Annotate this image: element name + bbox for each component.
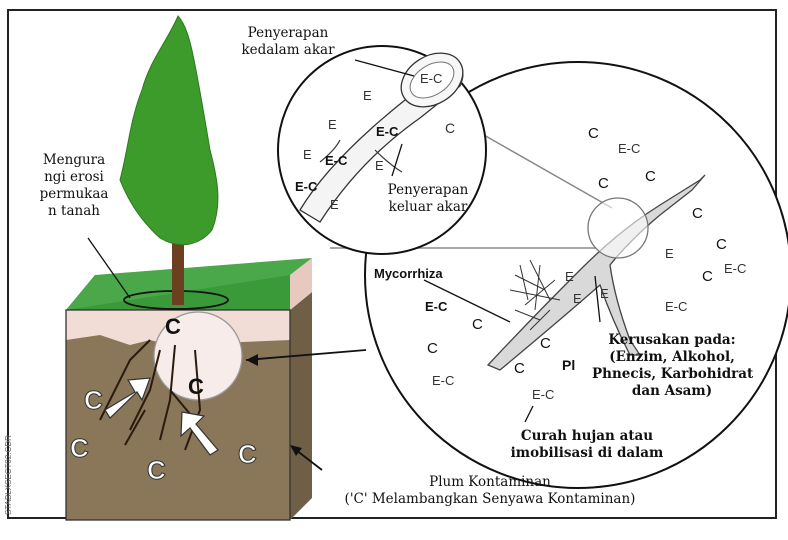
uptake-in-label: Penyerapan kedalam akar xyxy=(238,25,338,59)
plume-line-2: ('C' Melambangkan Senyawa Kontaminan) xyxy=(344,491,636,507)
contaminant-symbol: C xyxy=(84,385,104,415)
damage-line-2: (Enzim, Alkohol, xyxy=(609,349,735,365)
contaminant-symbol: C xyxy=(692,205,703,222)
arrow-to-root-zone xyxy=(245,349,367,361)
erosion-line-2: ngi erosi xyxy=(44,169,104,185)
complex-symbol: E-C xyxy=(532,387,555,402)
contaminant-symbol: C xyxy=(165,314,181,339)
enzyme-symbol: E xyxy=(330,197,339,212)
pl-symbol: Pl xyxy=(562,357,576,373)
erosion-line-1: Mengura xyxy=(42,152,106,168)
tree-roots xyxy=(99,339,202,451)
complex-symbol: E-C xyxy=(295,179,318,194)
uptake-in-line-1: Penyerapan xyxy=(247,25,329,41)
complex-symbol: E-C xyxy=(432,373,455,388)
uptake-in-line-2: kedalam akar xyxy=(241,42,335,58)
magnified-root xyxy=(486,174,706,371)
enzyme-symbol: E xyxy=(600,286,609,301)
soil-block xyxy=(65,258,312,521)
uptake-out-line-1: Penyerapan xyxy=(387,182,469,198)
rain-line-2: imobilisasi di dalam xyxy=(510,445,664,461)
erosion-label: Mengura ngi erosi permukaa n tanah xyxy=(34,152,114,220)
contaminant-symbol: C xyxy=(472,316,483,333)
complex-symbol: E-C xyxy=(420,71,443,86)
enzyme-symbol: E xyxy=(665,246,674,261)
plume-line-1: Plum Kontaminan xyxy=(429,474,551,490)
damage-line-4: dan Asam) xyxy=(631,383,713,399)
mycorrhiza-label: Mycorrhiza xyxy=(374,266,443,281)
contaminant-symbol: C xyxy=(427,340,438,357)
root-zone xyxy=(153,311,243,401)
contaminant-symbol: C xyxy=(540,335,551,352)
damage-line-1: Kerusakan pada: xyxy=(608,332,736,348)
damage-line-3: Phnecis, Karbohidrat xyxy=(592,366,754,382)
contaminant-symbol: C xyxy=(702,268,713,285)
tree xyxy=(119,15,219,305)
plume-label: Plum Kontaminan ('C' Melambangkan Senyaw… xyxy=(330,474,650,508)
contaminant-symbol: C xyxy=(238,439,258,469)
contaminant-symbol: C xyxy=(598,175,609,192)
credit-text: STABLXSECT02.CDR xyxy=(4,435,13,515)
complex-symbol: E-C xyxy=(376,124,399,139)
erosion-line-4: n tanah xyxy=(48,203,100,219)
damage-label: Kerusakan pada: (Enzim, Alkohol, Phnecis… xyxy=(592,332,754,400)
contaminant-symbol: C xyxy=(445,120,456,136)
enzyme-symbol: E xyxy=(375,158,384,173)
enzyme-symbol: E xyxy=(573,291,582,306)
rain-label: Curah hujan atau imobilisasi di dalam xyxy=(507,428,667,462)
contaminant-symbol: C xyxy=(588,125,599,142)
contaminant-symbol: C xyxy=(188,374,204,399)
enzyme-symbol: E xyxy=(328,117,337,132)
uptake-out-label: Penyerapan keluar akar xyxy=(378,182,478,216)
enzyme-symbol: E xyxy=(565,269,574,284)
contaminant-symbol: C xyxy=(514,360,525,377)
root-cross-section xyxy=(299,52,464,223)
erosion-line-3: permukaa xyxy=(39,186,109,202)
flow-arrows xyxy=(104,377,219,456)
contaminant-symbol: C xyxy=(70,433,90,463)
complex-symbol: E-C xyxy=(425,299,448,314)
complex-symbol: E-C xyxy=(665,299,688,314)
enzyme-symbol: E xyxy=(363,88,372,103)
contaminant-symbol: C xyxy=(147,455,167,485)
rain-line-1: Curah hujan atau xyxy=(520,428,654,444)
contaminant-symbol: C xyxy=(716,236,727,253)
contaminant-symbol: C xyxy=(645,168,656,185)
enzyme-symbol: E xyxy=(303,147,312,162)
complex-symbol: E-C xyxy=(724,261,747,276)
uptake-out-line-2: keluar akar xyxy=(388,199,468,215)
complex-symbol: E-C xyxy=(618,141,641,156)
complex-symbol: E-C xyxy=(325,153,348,168)
